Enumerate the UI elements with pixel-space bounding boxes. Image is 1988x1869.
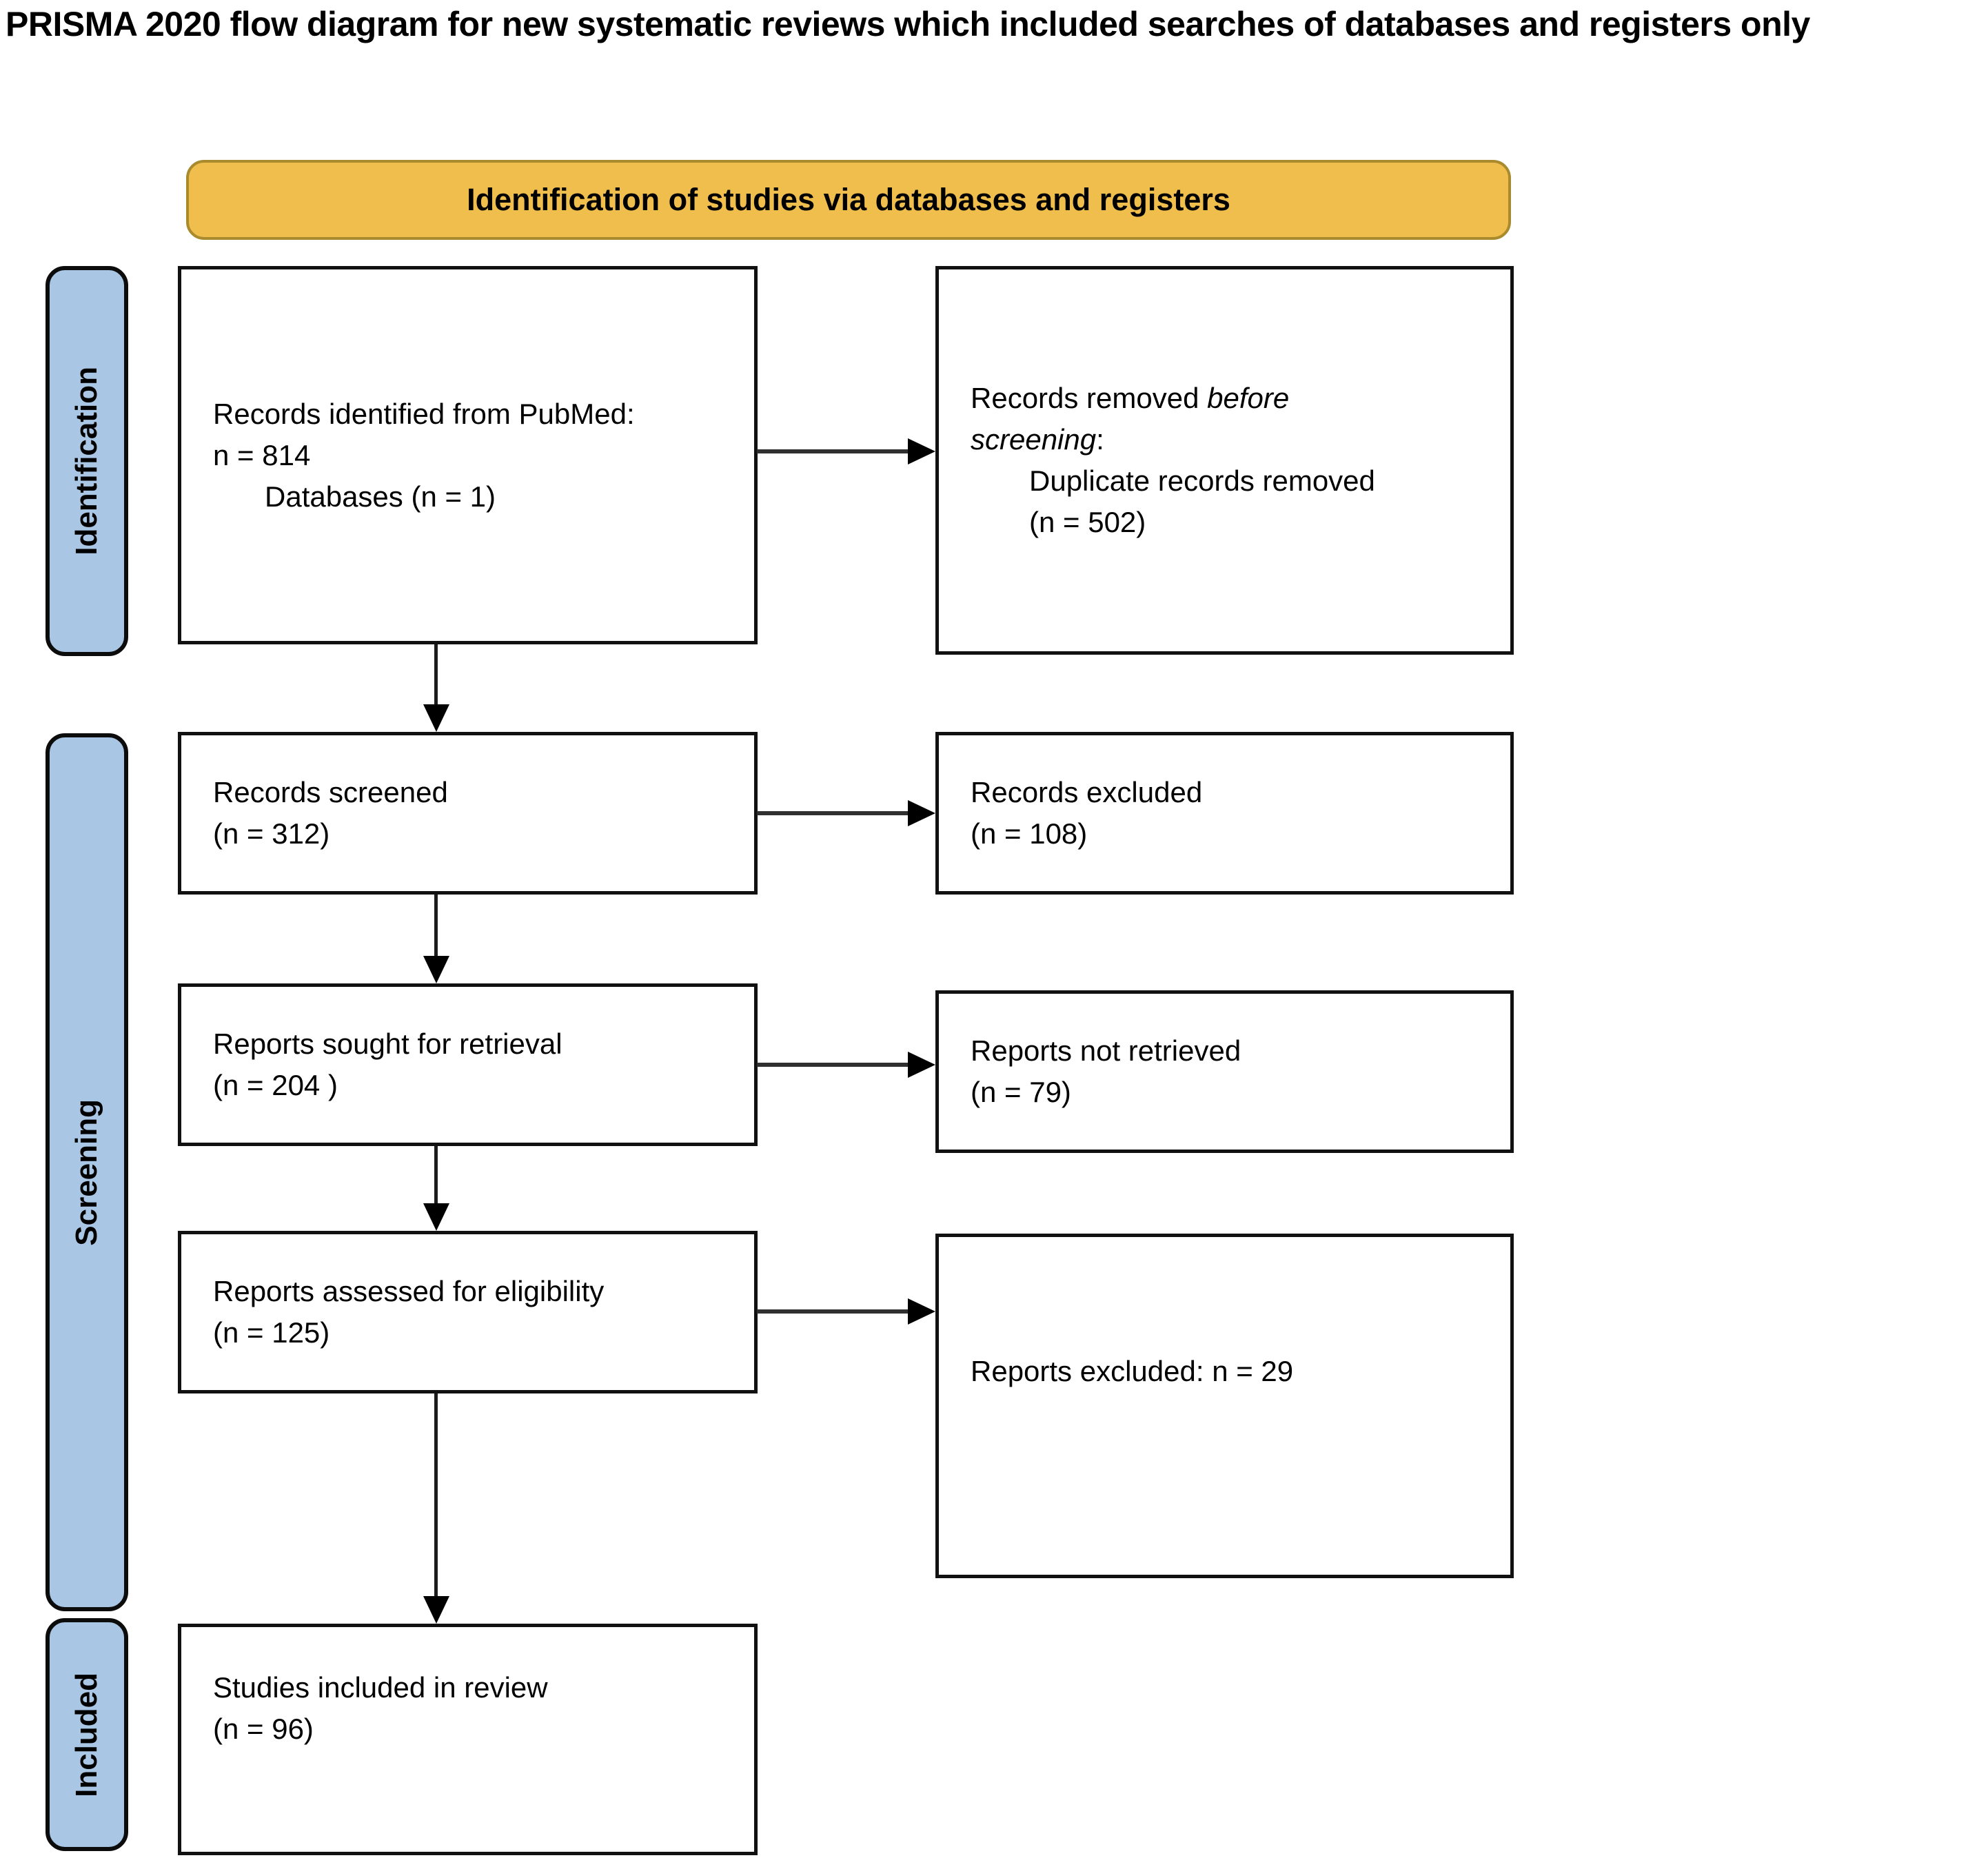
arrow-assessed-to-excluded-line: [757, 1309, 909, 1314]
records-identified-line1: Records identified from PubMed:: [213, 397, 635, 430]
box-reports-assessed: Reports assessed for eligibility (n = 12…: [178, 1231, 758, 1393]
arrow-screened-to-sought-line: [434, 895, 438, 957]
arrow-screened-to-excluded-head-icon: [908, 800, 935, 826]
box-records-excluded: Records excluded (n = 108): [935, 732, 1514, 895]
box-records-screened: Records screened (n = 312): [178, 732, 758, 895]
arrow-screened-to-excluded-line: [757, 811, 909, 815]
box-records-removed-before-screening: Records removed before screening: Duplic…: [935, 266, 1514, 655]
arrow-sought-to-not-retrieved-line: [757, 1063, 909, 1067]
arrow-sought-to-not-retrieved-head-icon: [908, 1052, 935, 1078]
records-removed-italic: before screening: [971, 382, 1290, 456]
arrow-assessed-to-included-line: [434, 1393, 438, 1597]
arrow-assessed-to-excluded-head-icon: [908, 1298, 935, 1325]
box-reports-not-retrieved: Reports not retrieved (n = 79): [935, 990, 1514, 1153]
box-records-identified: Records identified from PubMed: n = 814 …: [178, 266, 758, 644]
records-removed-suffix: :: [1096, 423, 1104, 456]
arrow-identified-to-screened-head-icon: [423, 704, 449, 732]
box-reports-sought: Reports sought for retrieval (n = 204 ): [178, 983, 758, 1146]
stage-label-included: Included: [45, 1618, 128, 1851]
arrow-screened-to-sought-head-icon: [423, 956, 449, 983]
arrow-assessed-to-included-head-icon: [423, 1596, 449, 1624]
arrow-sought-to-assessed-head-icon: [423, 1203, 449, 1231]
page-title: PRISMA 2020 flow diagram for new systema…: [6, 5, 1810, 43]
records-removed-details: Duplicate records removed (n = 502): [1029, 464, 1375, 538]
banner-identification-of-studies: Identification of studies via databases …: [186, 160, 1511, 240]
reports-excluded-text: Reports excluded: n = 29: [971, 1355, 1294, 1387]
records-identified-line2: n = 814: [213, 438, 311, 471]
box-reports-excluded: Reports excluded: n = 29: [935, 1234, 1514, 1578]
records-removed-prefix: Records removed: [971, 382, 1208, 414]
stage-label-identification: Identification: [45, 266, 128, 656]
stage-label-included-text: Included: [70, 1672, 103, 1797]
box-studies-included: Studies included in review (n = 96): [178, 1624, 758, 1855]
arrow-sought-to-assessed-line: [434, 1146, 438, 1205]
records-removed-line1: Records removed before screening:: [971, 378, 1494, 460]
arrow-identified-to-screened-line: [434, 644, 438, 706]
stage-label-identification-text: Identification: [70, 367, 103, 555]
arrow-identified-to-removed-head-icon: [908, 438, 935, 464]
stage-label-screening-text: Screening: [70, 1099, 103, 1246]
records-identified-line3: Databases (n = 1): [265, 480, 496, 513]
arrow-identified-to-removed-line: [757, 449, 909, 453]
stage-label-screening: Screening: [45, 733, 128, 1611]
banner-label: Identification of studies via databases …: [467, 182, 1230, 217]
